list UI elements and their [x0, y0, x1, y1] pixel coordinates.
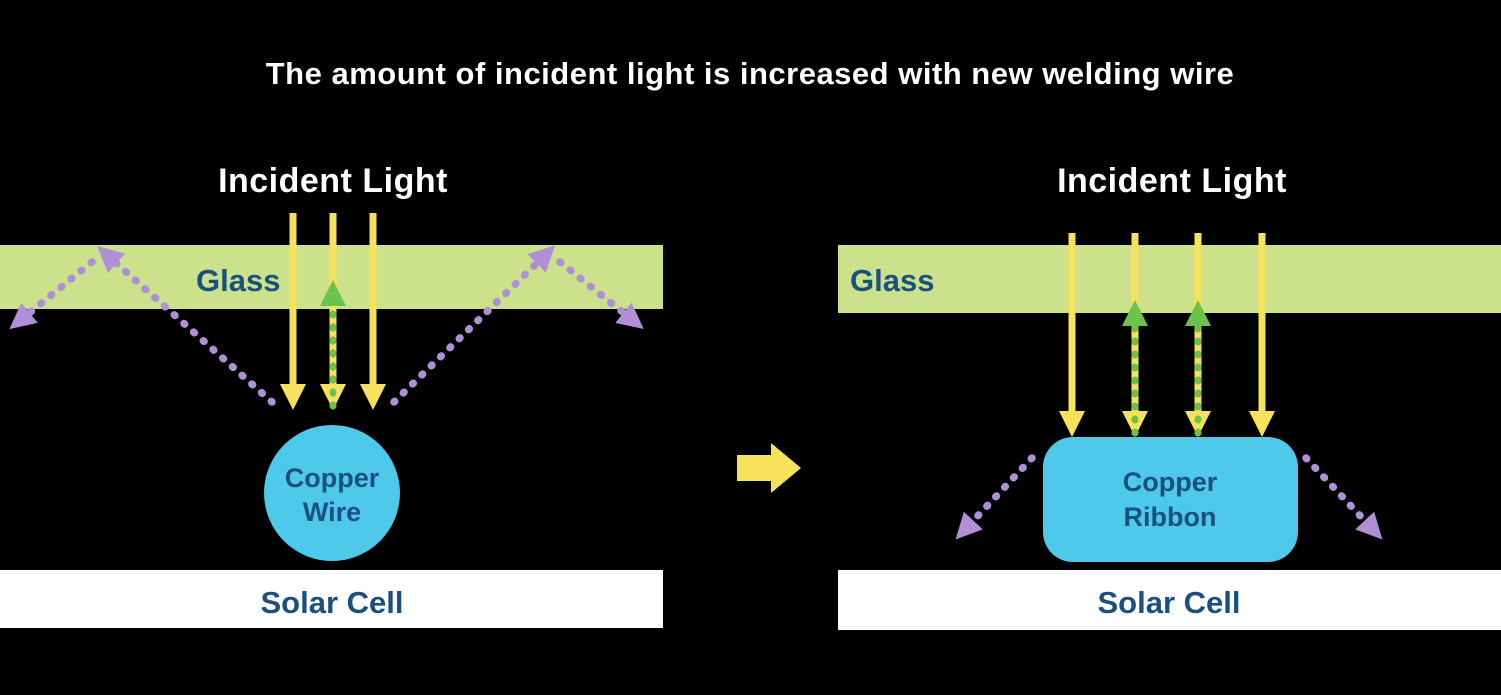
copper-wire-label-line2: Wire: [303, 497, 361, 527]
scattered-light-arrow-purple: [9, 258, 96, 330]
glass-panel-right: [838, 245, 1501, 313]
solar-cell-bar-left: [0, 570, 663, 628]
solar-cell-label-right: Solar Cell: [1098, 585, 1241, 620]
solar-cell-label-left: Solar Cell: [261, 585, 404, 620]
scattered-light-arrow-purple: [556, 258, 644, 329]
glass-label-left: Glass: [196, 263, 280, 298]
glass-label-right: Glass: [850, 263, 934, 298]
incident-light-label-right: Incident Light: [1057, 162, 1287, 200]
copper-wire-label-line1: Copper: [285, 463, 380, 493]
incident-light-label-left: Incident Light: [218, 162, 448, 200]
solar-cell-bar-right: [838, 570, 1501, 630]
scattered-light-arrow-purple: [97, 246, 276, 406]
scattered-light-arrow-purple: [390, 245, 556, 406]
copper-ribbon-rect: [1043, 437, 1298, 562]
copper-ribbon-label-line2: Ribbon: [1124, 502, 1217, 532]
copper-wire-circle: [264, 425, 400, 561]
copper-ribbon-label-line1: Copper: [1123, 467, 1218, 497]
scattered-light-arrow-purple: [955, 454, 1036, 540]
diagram-title: The amount of incident light is increase…: [266, 56, 1235, 91]
transition-arrow-icon: [737, 443, 801, 493]
scattered-light-arrow-purple: [1302, 454, 1383, 540]
